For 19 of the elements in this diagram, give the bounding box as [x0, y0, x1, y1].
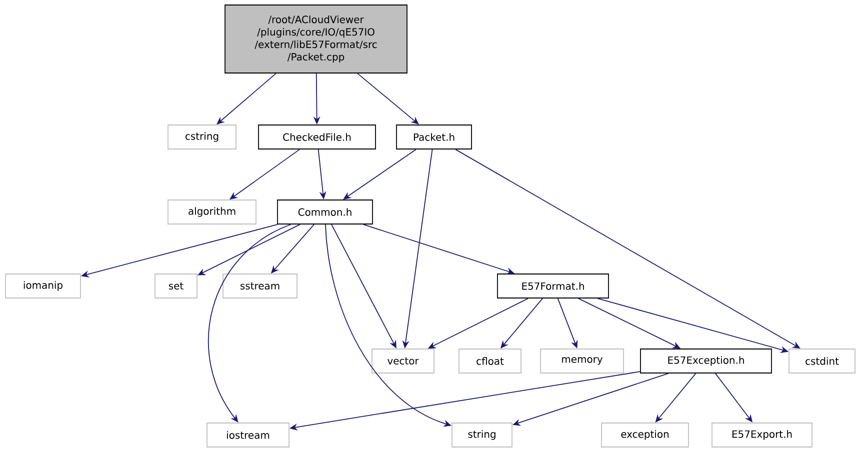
file-box: vector — [372, 348, 434, 374]
file-box: E57Exception.h — [640, 348, 772, 374]
file-box: string — [452, 422, 512, 448]
file-box: iostream — [206, 422, 290, 448]
file-box: memory — [540, 348, 624, 374]
file-box: cfloat — [458, 348, 522, 374]
file-box: E57Format.h — [497, 274, 609, 298]
file-box: cstdint — [788, 348, 856, 374]
file-box: iomanip — [5, 274, 81, 298]
file-box: sstream — [222, 274, 298, 298]
file-box: /root/ACloudViewer /plugins/core/IO/qE57IO /extern/libE57Format/src /Packet.cpp — [224, 4, 408, 74]
file-box: exception — [601, 422, 689, 448]
file-box: algorithm — [168, 200, 256, 224]
file-box: Packet.h — [396, 124, 472, 150]
file-box: cstring — [168, 124, 236, 150]
file-box: set — [154, 274, 198, 298]
file-box: CheckedFile.h — [258, 124, 376, 150]
file-box: E57Export.h — [712, 422, 812, 448]
file-box: Common.h — [277, 200, 373, 224]
